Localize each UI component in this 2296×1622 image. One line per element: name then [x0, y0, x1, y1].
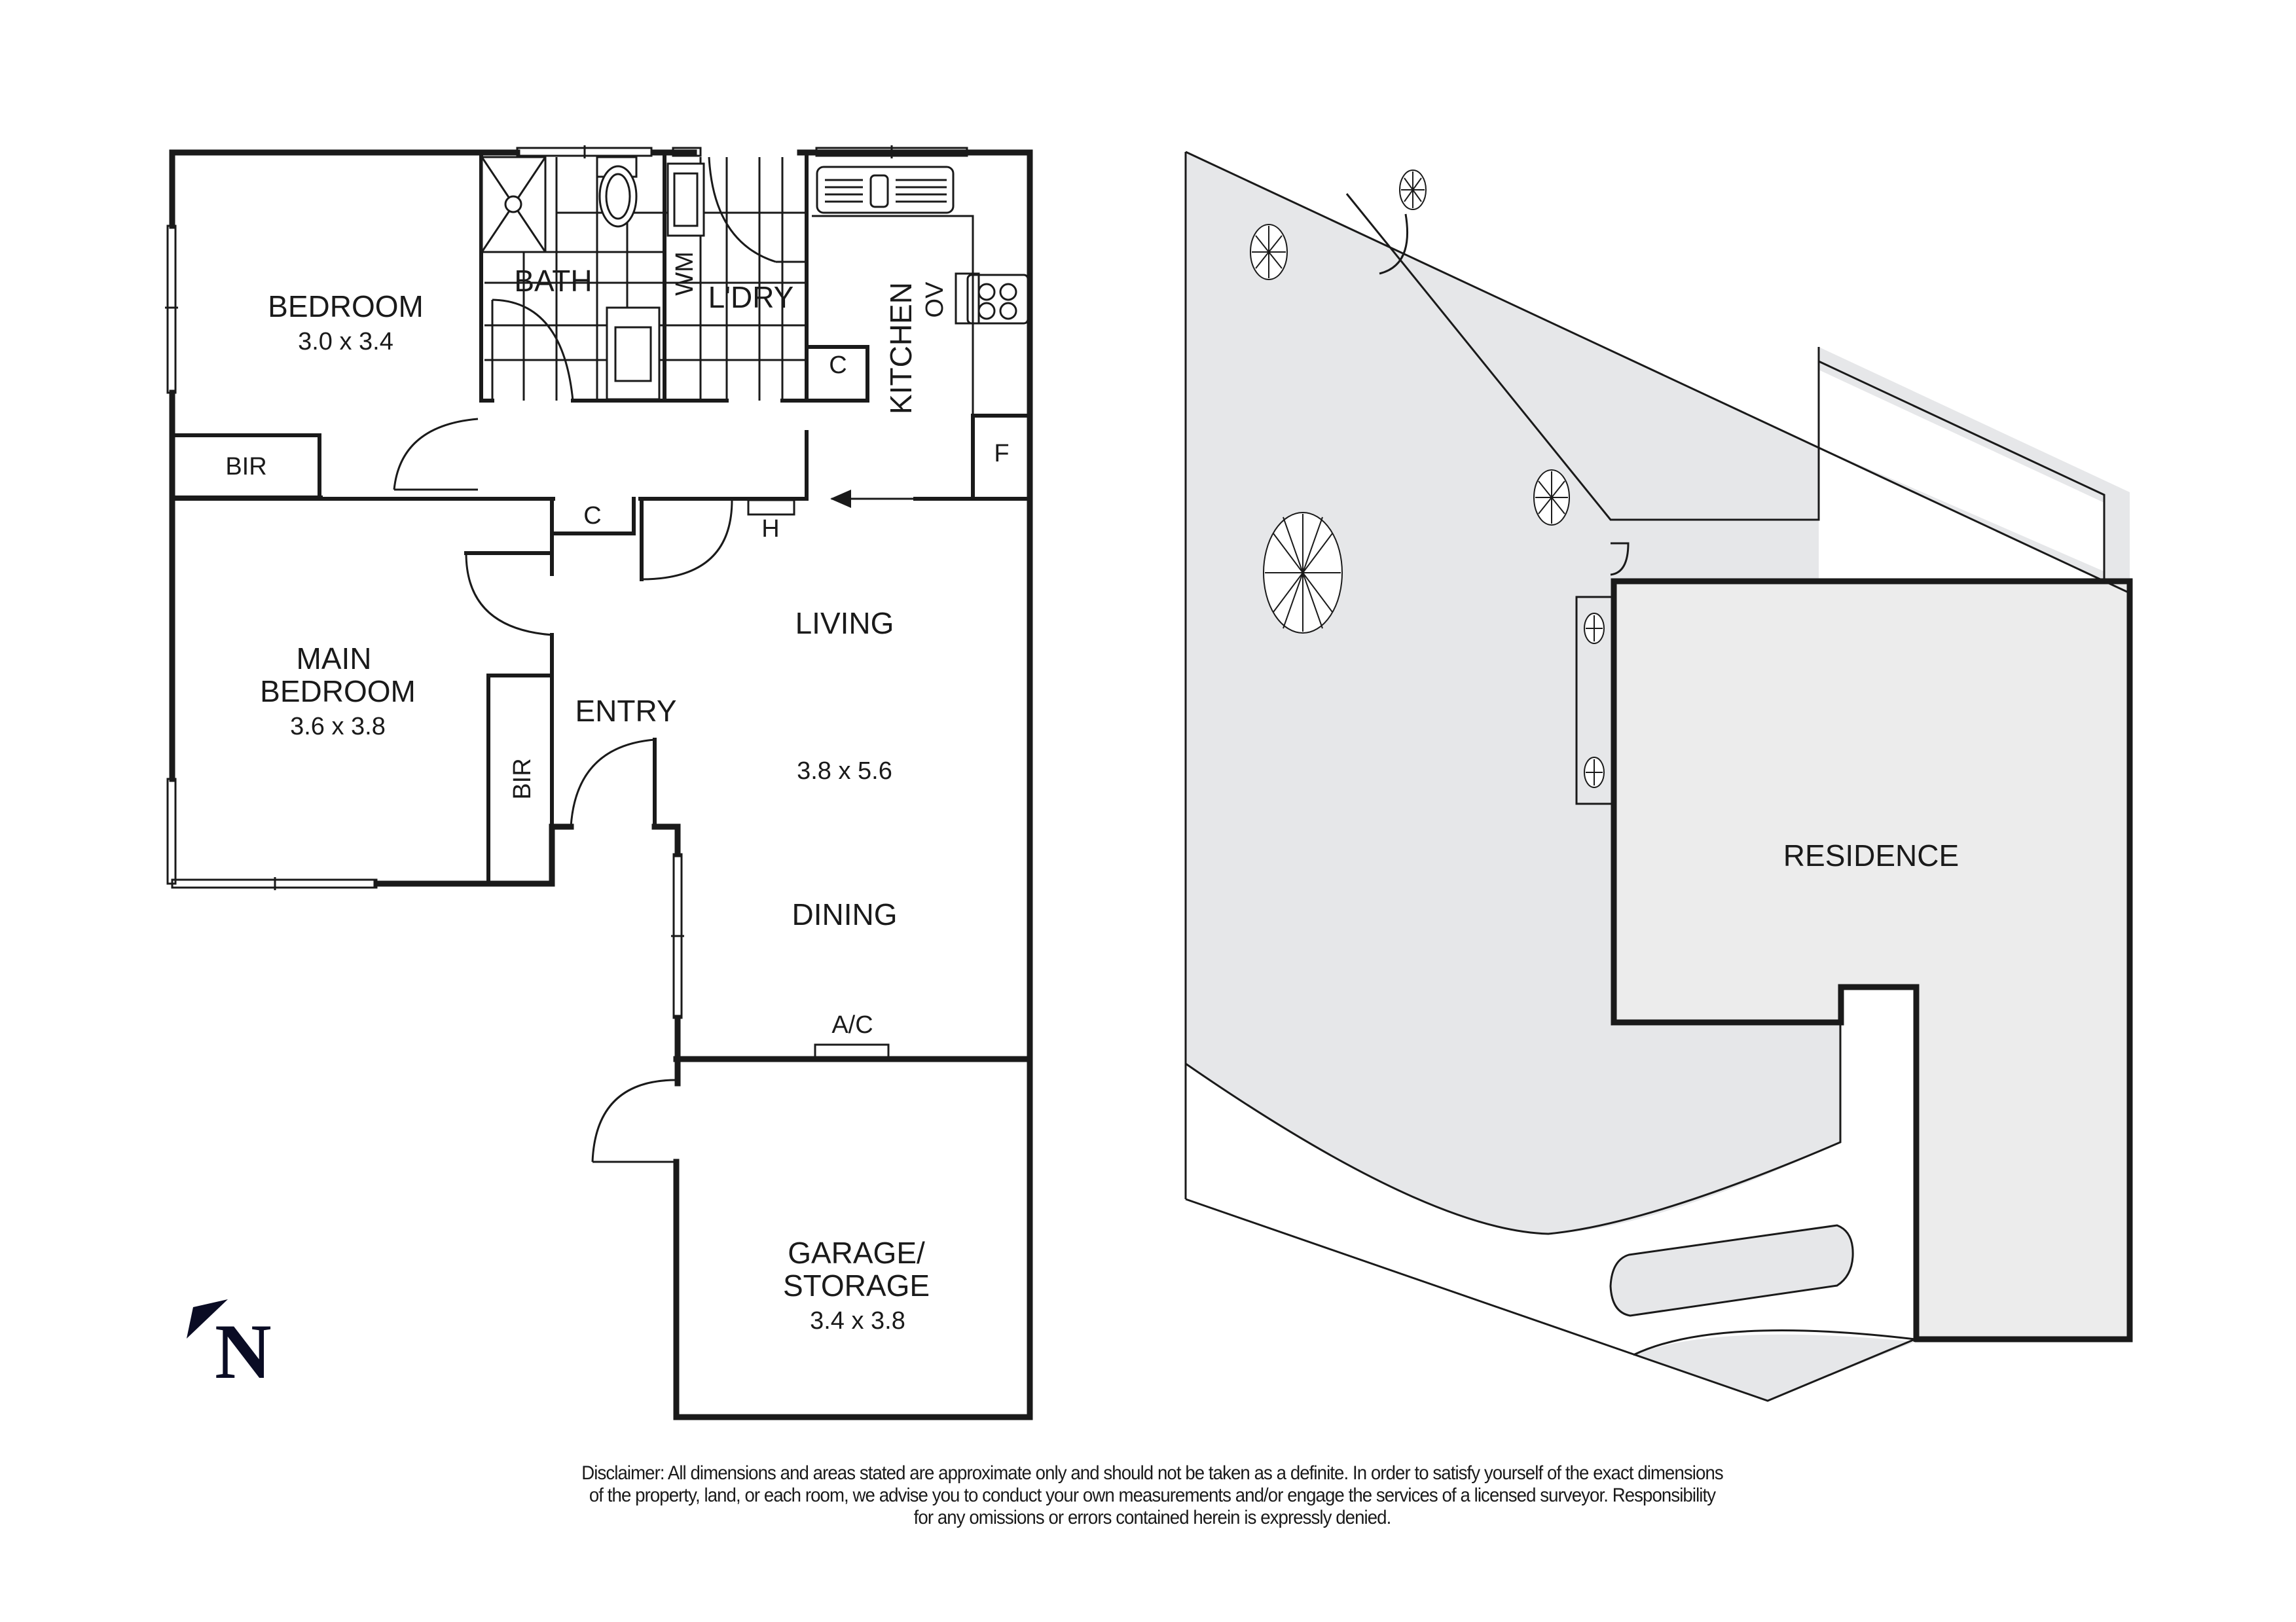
room-label-garage-2: STORAGE [783, 1269, 930, 1303]
north-arrow-icon [187, 1299, 228, 1339]
disclaimer: Disclaimer: All dimensions and areas sta… [429, 1462, 1875, 1529]
fixture-label-oven: OV [921, 281, 949, 318]
room-label-main-bedroom-2: BEDROOM [260, 674, 416, 708]
tree-icons [1250, 170, 1605, 788]
room-label-living: LIVING [795, 606, 894, 640]
room-dims-bedroom: 3.0 x 3.4 [298, 328, 393, 355]
tree-icon [1584, 757, 1605, 788]
room-label-kitchen: KITCHEN [884, 282, 918, 414]
room-label-bath: BATH [514, 264, 592, 298]
room-label-laundry: L'DRY [708, 280, 794, 314]
floor-plan: BEDROOM 3.0 x 3.4 BATH L'DRY KITCHEN OV … [165, 145, 1033, 1420]
room-label-garage-1: GARAGE/ [788, 1236, 925, 1270]
north-letter: N [215, 1308, 272, 1395]
fixture-label-hall-cupboard: C [583, 502, 601, 530]
fixture-label-washing-machine: WM [671, 251, 699, 296]
residence-building [1611, 578, 2133, 1343]
garden-area [1186, 152, 1840, 1234]
tree-icon [1399, 170, 1427, 210]
north-arrow: N [183, 1299, 301, 1404]
fixture-label-fridge: F [994, 440, 1009, 467]
fixture-label-bir-main: BIR [509, 758, 536, 799]
site-plan: RESIDENCE [1184, 151, 2133, 1402]
room-label-main-bedroom-1: MAIN [297, 641, 372, 676]
room-label-entry: ENTRY [575, 694, 676, 728]
disclaimer-line-3: for any omissions or errors contained he… [913, 1507, 1392, 1528]
disclaimer-line-1: Disclaimer: All dimensions and areas sta… [581, 1462, 1723, 1484]
fixture-label-bir-bedroom: BIR [225, 453, 266, 480]
tree-icon [1584, 613, 1605, 644]
disclaimer-line-2: of the property, land, or each room, we … [589, 1485, 1716, 1506]
tree-icon [1263, 512, 1343, 634]
entry-arrow-icon [830, 490, 851, 508]
room-dims-garage: 3.4 x 3.8 [810, 1307, 905, 1335]
room-label-dining: DINING [792, 897, 898, 931]
room-dims-living: 3.8 x 5.6 [797, 757, 892, 785]
room-label-bedroom: BEDROOM [268, 289, 424, 323]
tree-icon [1533, 469, 1570, 526]
room-dims-main-bedroom: 3.6 x 3.8 [290, 713, 386, 740]
residence-label: RESIDENCE [1783, 838, 1959, 873]
fixture-label-kitchen-cupboard: C [829, 351, 847, 379]
fixture-label-air-conditioner: A/C [831, 1011, 873, 1039]
tree-icon [1250, 224, 1288, 280]
fixture-label-heater: H [761, 515, 779, 543]
